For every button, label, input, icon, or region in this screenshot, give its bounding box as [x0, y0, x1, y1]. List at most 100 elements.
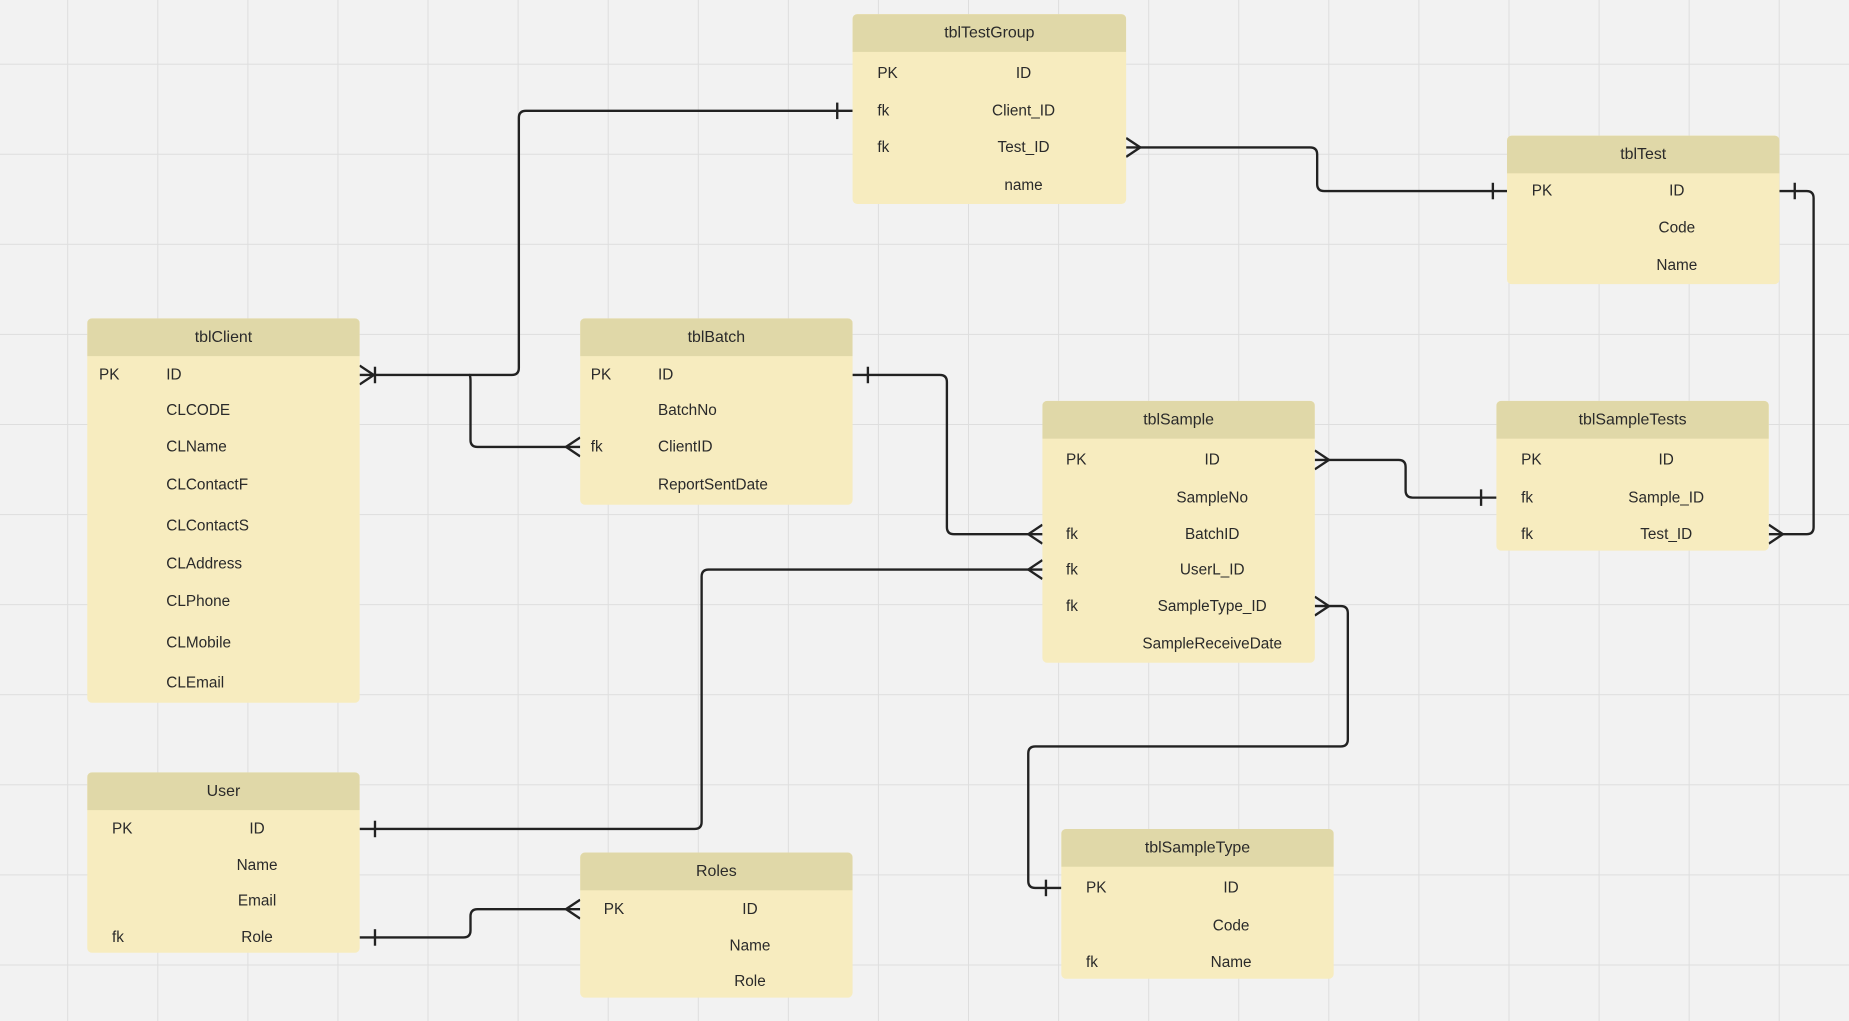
table-row[interactable]: CLMobile — [87, 631, 359, 655]
table-row[interactable]: PK ID — [1507, 179, 1779, 203]
field-name: CLAddress — [166, 554, 243, 572]
table-row[interactable]: Name — [580, 934, 852, 958]
field-name: Name — [236, 856, 278, 874]
field-name: ID — [742, 899, 758, 918]
crows-foot-icon — [1027, 523, 1044, 545]
link-sample-sampletests — [1314, 458, 1497, 499]
crows-foot-icon — [1125, 136, 1142, 158]
table-row[interactable]: CLName — [87, 435, 359, 459]
field-name: ID — [1669, 181, 1685, 200]
key-type: PK — [1521, 450, 1542, 469]
field-name: CLContactS — [166, 516, 249, 535]
table-row[interactable]: fk Sample_ID — [1496, 486, 1768, 510]
table-row[interactable]: Role — [580, 969, 852, 993]
table-title: tblClient — [87, 318, 360, 357]
field-name: Name — [729, 936, 771, 954]
table-title: tblSampleTests — [1496, 400, 1769, 439]
table-row[interactable]: CLContactF — [87, 473, 359, 497]
link-batch-sample — [852, 373, 1043, 536]
field-name: Name — [1210, 952, 1252, 971]
key-type: PK — [112, 819, 133, 838]
key-type: fk — [1521, 488, 1534, 506]
field-name: Role — [241, 928, 273, 946]
table-row[interactable]: CLContactS — [87, 514, 359, 538]
table-row[interactable]: ReportSentDate — [580, 473, 852, 497]
field-name: Test_ID — [997, 137, 1050, 156]
table-title: Roles — [580, 852, 853, 891]
table-title: tblBatch — [580, 318, 853, 357]
table-title: tblSampleType — [1061, 828, 1334, 867]
link-user-roles — [359, 907, 581, 939]
key-type: fk — [1065, 524, 1078, 543]
crows-foot-icon — [1027, 559, 1044, 580]
field-name: CLContactF — [166, 475, 249, 493]
link-testgroup-test — [1126, 146, 1508, 193]
table-row[interactable]: PK ID — [87, 817, 359, 841]
link-client-testgroup — [359, 109, 853, 377]
table-row[interactable]: CLCODE — [87, 399, 359, 423]
key-type: fk — [590, 437, 603, 456]
field-name: SampleNo — [1176, 488, 1249, 506]
field-name: BatchNo — [657, 400, 717, 419]
field-name: CLName — [166, 437, 227, 456]
field-name: ID — [1223, 878, 1239, 897]
field-name: ID — [1204, 450, 1220, 469]
field-name: Code — [1658, 218, 1696, 236]
table-row[interactable]: CLPhone — [87, 590, 359, 614]
key-type: PK — [99, 365, 120, 384]
table-row[interactable]: Code — [1061, 914, 1333, 938]
key-type: PK — [1531, 181, 1553, 200]
field-name: ID — [249, 819, 265, 838]
field-name: Sample_ID — [1628, 488, 1705, 506]
crows-foot-icon — [564, 898, 581, 920]
key-type: PK — [590, 365, 612, 384]
table-row[interactable]: CLAddress — [87, 552, 359, 576]
table-row[interactable]: SampleNo — [1042, 486, 1314, 510]
table-title: User — [87, 772, 360, 811]
table-row[interactable]: Name — [1507, 254, 1779, 278]
table-row[interactable]: Code — [1507, 216, 1779, 240]
key-type: PK — [877, 63, 898, 82]
table-row[interactable]: SampleReceiveDate — [1042, 632, 1314, 656]
table-row[interactable]: name — [853, 173, 1127, 197]
field-name: ID — [1015, 63, 1032, 82]
table-row[interactable]: CLEmail — [87, 671, 359, 695]
field-name: CLEmail — [166, 673, 225, 692]
table-row[interactable]: Name — [87, 854, 359, 878]
table-row[interactable]: PK ID — [853, 61, 1127, 85]
table-title: tblTestGroup — [852, 14, 1127, 52]
table-row[interactable]: Email — [87, 889, 359, 913]
table-row[interactable]: BatchNo — [580, 399, 852, 423]
link-user-sample — [359, 568, 1043, 831]
field-name: ReportSentDate — [657, 475, 768, 493]
table-title: tblSample — [1042, 400, 1315, 439]
field-name: SampleReceiveDate — [1142, 634, 1283, 653]
crows-foot-icon — [1768, 523, 1785, 545]
